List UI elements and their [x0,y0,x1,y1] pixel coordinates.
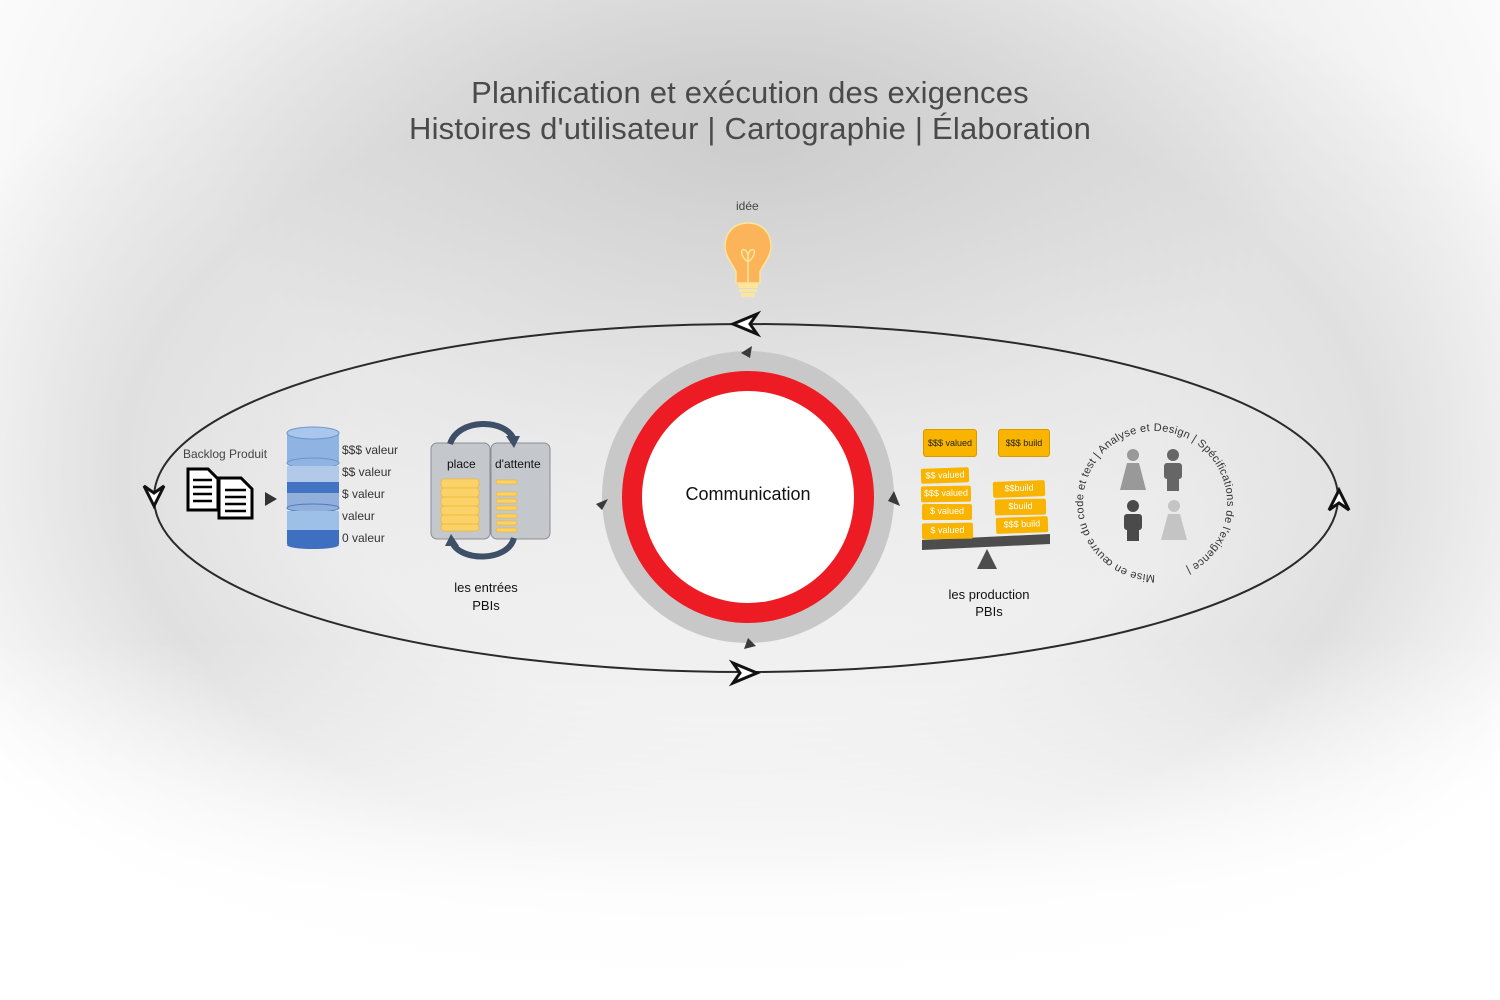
cycle-arrow-icon [447,421,517,446]
production-top-right-box: $$$ build [998,429,1050,457]
database-stack-icon [286,426,340,549]
production-caption-line2: PBIs [975,604,1003,619]
production-stack-item: $ valued [922,504,972,520]
production-stack-item: $$$ valued [920,485,972,503]
queue-board [430,421,551,560]
production-stack-item: $ valued [921,522,974,540]
arrow-right-icon [728,659,761,687]
production-stack-item: $$build [992,480,1046,498]
backlog-level: $$$ valeur [342,443,399,457]
arrow-left-icon [729,310,762,338]
queue-caption-line2: PBIs [472,598,500,613]
outer-cycle-ellipse [142,310,1351,687]
arrow-down-icon [142,484,166,510]
backlog-level: $$ valeur [342,465,392,479]
backlog-level: 0 valeur [342,531,385,545]
arrow-up-icon [1327,486,1351,512]
communication-circle [596,346,900,649]
small-arrow-icon [596,499,608,510]
svg-text:Mise en œuvre du code et test: Mise en œuvre du code et test | Analyse … [1074,422,1236,584]
queue-caption-line1: les entrées [454,580,518,595]
small-arrow-icon [744,638,756,649]
queue-left-label: place [447,457,476,471]
page-title: Planification et exécution des exigences [471,75,1029,110]
small-arrow-icon [888,491,900,506]
page-subtitle: Histoires d'utilisateur | Cartographie |… [408,111,1092,146]
backlog-label: Backlog Produit [183,447,268,461]
lightbulb-icon [724,222,772,297]
production-caption-line1: les production [948,587,1030,602]
queue-right-label: d'attente [495,457,541,471]
documents-icon [186,467,277,520]
team-circular-text: Mise en œuvre du code et test | Analyse … [1074,422,1236,584]
production-stack-item: $build [994,498,1047,516]
team-people-icon [1120,449,1187,541]
balance-scale-icon [922,534,1050,569]
small-arrow-icon [741,346,752,358]
backlog-level: $ valeur [342,487,385,501]
idea-label: idée [736,199,759,213]
cycle-arrow-icon [449,536,517,560]
production-stack-item: $$ valued [920,467,970,484]
production-stack-item: $$$ build [995,516,1049,534]
communication-label: Communication [685,484,811,504]
backlog-level: valeur [342,509,375,523]
production-top-left-box: $$$ valued [923,429,977,457]
